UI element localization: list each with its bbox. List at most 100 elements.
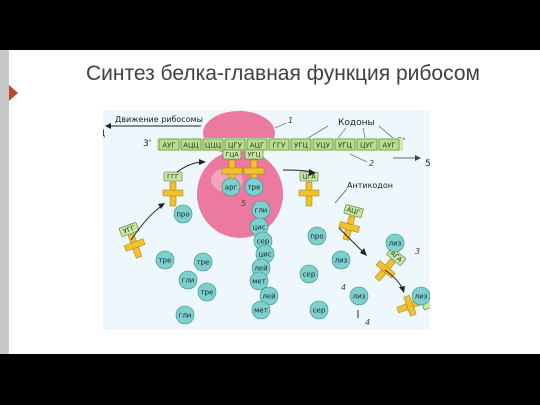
- free-amino-acid: лиз: [411, 286, 430, 306]
- codon-label: ЦЦЦ: [205, 142, 222, 150]
- amino-acid-label: цис: [252, 224, 265, 232]
- trna-arms: [243, 167, 265, 175]
- ref-3a: 3: [415, 247, 420, 256]
- amino-acid-label: сер: [257, 238, 270, 246]
- codon-pointer: [378, 125, 394, 139]
- amino-incoming-1: про: [173, 204, 193, 224]
- amino-acid-label: мет: [252, 278, 266, 286]
- ref-4a: 4: [341, 283, 346, 292]
- amino-acid-bead: [259, 286, 279, 306]
- amino-acid-label: лей: [262, 293, 275, 301]
- codon-box: [290, 138, 312, 151]
- chain-amino-acid: гли: [251, 200, 271, 220]
- codon-box: [334, 138, 356, 151]
- codon-box: [158, 138, 180, 151]
- amino-acid-bead: [193, 252, 213, 272]
- amino-acid-label: гли: [182, 277, 195, 285]
- amino-site-b: тре: [244, 177, 264, 197]
- trna-arms: [221, 167, 243, 175]
- codon-box: [268, 138, 290, 151]
- anticodon-label: АЦГ: [346, 205, 361, 216]
- codon-label: ЦУГ: [360, 142, 374, 150]
- anticodon-label: ГГГ: [167, 173, 179, 181]
- amino-acid-label: тре: [159, 257, 172, 265]
- amino-acid-label: сер: [313, 307, 326, 315]
- protein-synthesis-diagram: Движение рибосомы Д Кодоны 1 5' 3' АУГАЦ…: [103, 110, 430, 330]
- codon-label: УГЦ: [338, 142, 353, 150]
- codon-label: АУГ: [382, 142, 395, 150]
- codon-box: [356, 138, 378, 151]
- free-amino-acid: лиз: [331, 250, 351, 270]
- trna-arms: [298, 189, 320, 197]
- codon-box: [312, 138, 334, 151]
- trna-site-b: УГЦ: [243, 149, 265, 185]
- amino-site-a: арг: [221, 177, 241, 197]
- codon-label: УЦУ: [316, 142, 331, 150]
- trna-arms: [162, 189, 184, 197]
- codon-label: ГГУ: [273, 142, 287, 150]
- accent-bar: [0, 50, 9, 354]
- codons-label: Кодоны: [338, 118, 375, 128]
- anticodon-label: УГЦ: [248, 151, 261, 159]
- amino-acid-bead: [249, 271, 269, 291]
- left-cut-label: Д: [103, 129, 105, 139]
- anticodon-label: ГЦА: [225, 151, 239, 159]
- free-amino-acid: тре: [193, 252, 213, 272]
- amino-acid-bead: [411, 286, 430, 306]
- codon-box: [202, 138, 224, 151]
- mrna-codon: АУГ: [158, 138, 180, 151]
- anticodon-box: [119, 222, 140, 237]
- anticodon-pointer: [334, 188, 348, 204]
- anticodon-box: [343, 204, 364, 218]
- trna-site-a: ГЦА: [221, 149, 243, 185]
- trna-incoming-1: ГГГ: [162, 171, 184, 207]
- anticodon-box: [163, 171, 183, 182]
- codon-pointer: [337, 127, 347, 139]
- anticodon-box: [244, 149, 264, 160]
- trna-arms: [338, 221, 361, 233]
- amino-incoming-2: тре: [155, 250, 175, 270]
- amino-acid-bead: [299, 264, 319, 284]
- mrna-codon: ГГУ: [268, 138, 290, 151]
- amino-acid-label: тре: [197, 259, 210, 267]
- amino-acid-bead: [307, 226, 327, 246]
- codon-box: [378, 138, 400, 151]
- mrna-codon: УГЦ: [334, 138, 356, 151]
- free-amino-acid: мет: [251, 300, 271, 320]
- amino-acid-label: лиз: [389, 240, 402, 248]
- mrna-codon: ЦУГ: [356, 138, 378, 151]
- codon-label: АУГ: [162, 142, 175, 150]
- amino-acid-label: про: [310, 233, 323, 241]
- amino-acid-label: про: [176, 211, 189, 219]
- amino-acid-bead: [173, 204, 193, 224]
- amino-acid-label: арг: [225, 184, 238, 192]
- ref-2-pointer: [349, 153, 368, 163]
- free-amino-acid: про: [307, 226, 327, 246]
- amino-acid-label: лиз: [335, 257, 348, 265]
- end-3: 3': [143, 139, 151, 149]
- ref-5: 5: [241, 199, 246, 208]
- ref-1: 1: [288, 116, 293, 125]
- trna-arms: [123, 238, 146, 252]
- amino-acid-bead: [155, 250, 175, 270]
- amino-acid-bead: [251, 300, 271, 320]
- free-amino-acid: тре: [197, 282, 217, 302]
- free-amino-acid: лей: [259, 286, 279, 306]
- accent-arrow: [9, 85, 18, 101]
- codon-box: [180, 138, 202, 151]
- mrna-codon: УЦУ: [312, 138, 334, 151]
- amino-acid-label: цис: [258, 251, 271, 259]
- amino-acid-label: тре: [201, 289, 214, 297]
- trna-arms: [403, 294, 417, 317]
- codon-label: АЦЦ: [183, 142, 199, 150]
- mrna-codon: ЦЦЦ: [202, 138, 224, 151]
- motion-arrow-head: [105, 123, 111, 129]
- codon-label: УГЦ: [294, 142, 309, 150]
- flow-arrowheads: [158, 159, 405, 293]
- codon-pointer: [362, 127, 366, 139]
- mrna-codon: УГЦ: [290, 138, 312, 151]
- amino-acid-bead: [178, 270, 198, 290]
